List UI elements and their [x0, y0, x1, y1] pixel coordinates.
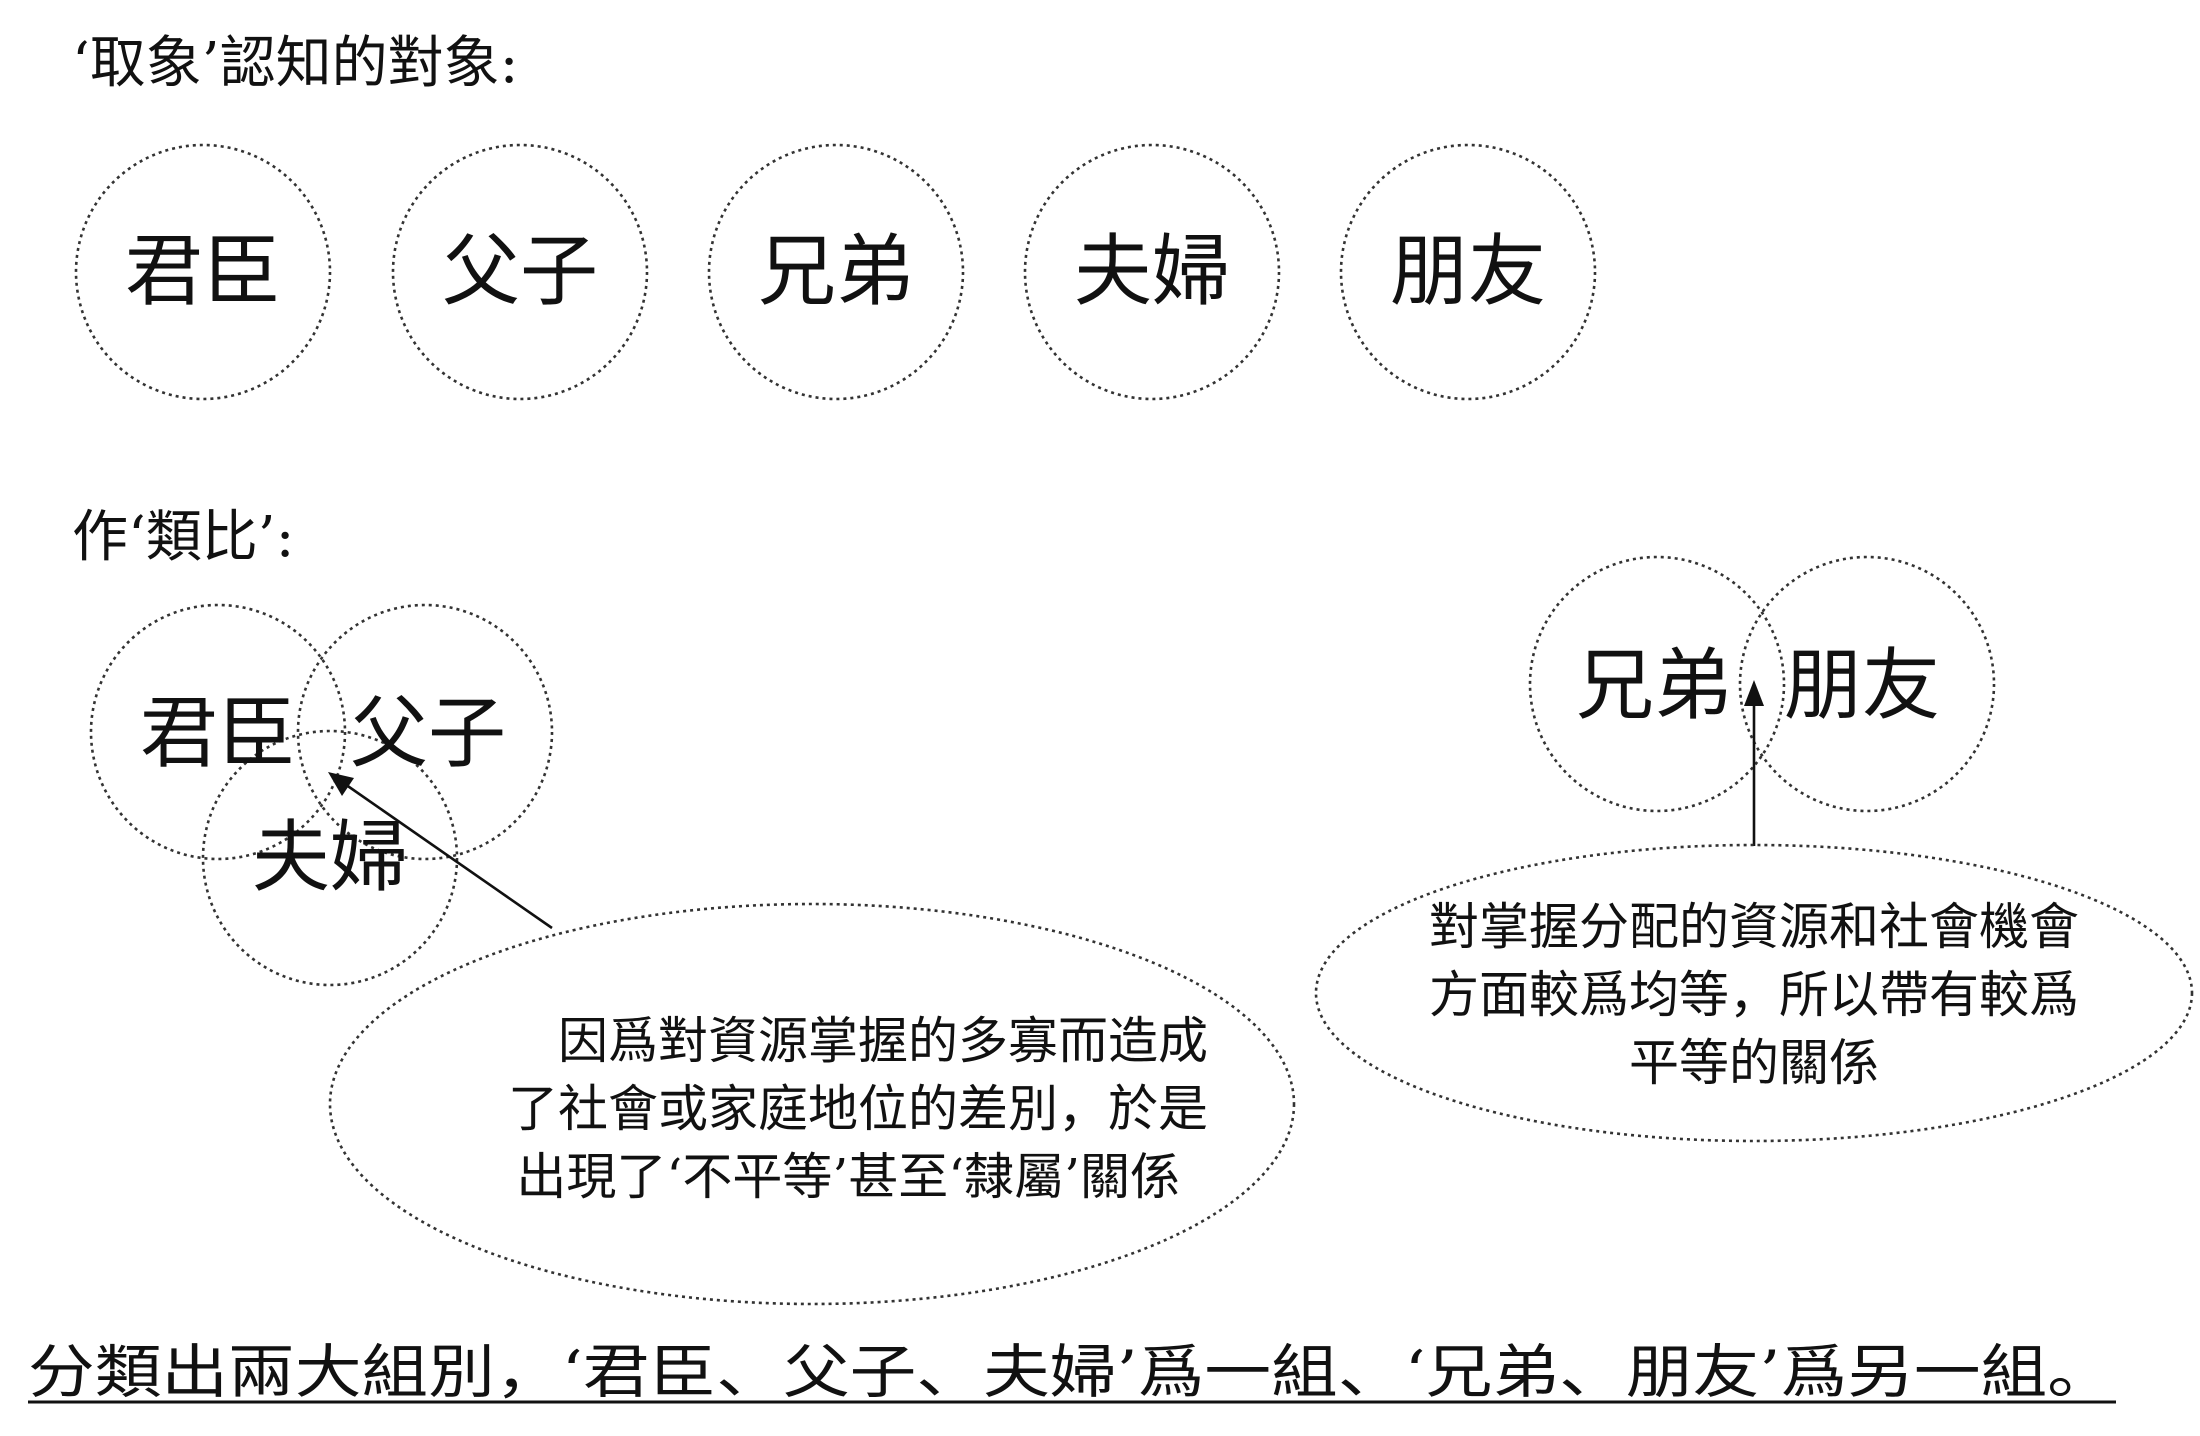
group-a-arrow-head — [328, 772, 354, 796]
venn-circle-junchen — [89, 603, 347, 861]
venn-label-xiongdi: 兄弟 — [1576, 641, 1732, 731]
group-a-note-line2: 了社會或家庭地位的差別，於是 — [508, 1080, 1208, 1138]
conclusion-text: 分類出兩大組別，‘君臣、父子、夫婦’爲一組、‘兄弟、朋友’爲另一組。 — [28, 1338, 2114, 1406]
label-pengyou: 朋友 — [1390, 227, 1546, 317]
venn-label-junchen: 君臣 — [140, 689, 296, 779]
group-a-arrow-line — [341, 780, 553, 930]
section1-heading: ‘取象’認知的對象: — [72, 31, 518, 96]
label-fuzi: 父子 — [442, 227, 598, 317]
label-fufu: 夫婦 — [1074, 227, 1230, 317]
venn-label-fufu: 夫婦 — [252, 813, 408, 903]
group-a-venn: 君臣 父子 夫婦 — [89, 603, 554, 987]
venn-label-fuzi: 父子 — [350, 689, 506, 779]
circle-fuzi — [391, 143, 649, 401]
group-b-note-line2: 方面較爲均等，所以帶有較爲 — [1429, 966, 2079, 1024]
group-a-note-line1: 因爲對資源掌握的多寡而造成 — [558, 1012, 1208, 1070]
venn-circle-pengyou — [1738, 555, 1996, 813]
label-junchen: 君臣 — [125, 227, 281, 317]
group-b-note-line1: 對掌握分配的資源和社會機會 — [1429, 898, 2079, 956]
section2-heading: 作‘類比’: — [72, 505, 294, 570]
group-b-arrow-head — [1744, 680, 1764, 706]
group-b-note-line3: 平等的關係 — [1629, 1034, 1879, 1092]
group-a-note-line3: 出現了‘不平等’甚至‘隸屬’關係 — [516, 1148, 1180, 1206]
circle-junchen — [74, 143, 332, 401]
group-b-callout — [1314, 843, 2194, 1143]
circle-pengyou — [1339, 143, 1597, 401]
group-a-callout — [328, 902, 1296, 1306]
venn-label-pengyou: 朋友 — [1784, 641, 1940, 731]
venn-circle-xiongdi — [1528, 555, 1786, 813]
objects-row: 君臣 父子 兄弟 夫婦 朋友 — [74, 143, 1597, 401]
label-xiongdi: 兄弟 — [758, 227, 914, 317]
venn-circle-fufu — [201, 729, 459, 987]
circle-xiongdi — [707, 143, 965, 401]
group-b-venn: 兄弟 朋友 — [1528, 555, 1996, 813]
circle-fufu — [1023, 143, 1281, 401]
venn-circle-fuzi — [296, 603, 554, 861]
